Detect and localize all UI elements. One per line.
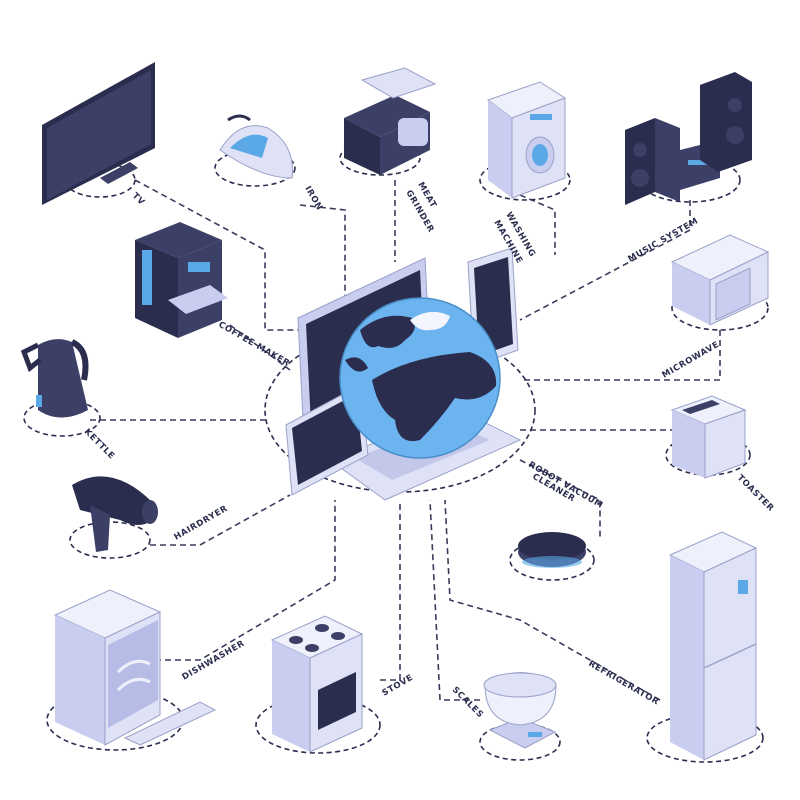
tv-device: TV xyxy=(42,62,155,208)
toaster-label: TOASTER xyxy=(735,473,776,514)
microwave-device: MICROWAVE xyxy=(661,234,770,381)
stove-label: STOVE xyxy=(381,673,416,699)
globe-icon xyxy=(339,297,501,459)
iron-device: IRON xyxy=(214,114,324,213)
kettle-device: KETTLE xyxy=(20,339,117,462)
kettle-label: KETTLE xyxy=(82,427,117,462)
refrigerator-device: REFRIGERATOR xyxy=(587,531,764,763)
washing-machine-device: WASHING MACHINE xyxy=(479,81,571,266)
dishwasher-device: DISHWASHER xyxy=(46,589,247,751)
coffee-maker-device: COFFEE MAKER xyxy=(135,222,291,369)
hairdryer-device: HAIRDRYER xyxy=(69,476,230,559)
tv-label: TV xyxy=(130,191,147,208)
coffee-maker-label: COFFEE MAKER xyxy=(217,320,292,369)
stove-device: STOVE xyxy=(255,615,416,754)
toaster-device: TOASTER xyxy=(665,395,776,514)
scales-device: SCALES xyxy=(450,672,561,761)
meat-grinder-device: MEAT GRINDER xyxy=(339,67,438,235)
robot-vacuum-device: ROBOT VACUUM CLEANER xyxy=(509,460,605,581)
hairdryer-label: HAIRDRYER xyxy=(173,504,230,543)
iron-label: IRON xyxy=(302,185,324,213)
central-hub xyxy=(264,247,536,501)
scales-label: SCALES xyxy=(450,685,485,720)
robot-vacuum-label-1: ROBOT VACUUM xyxy=(527,460,605,511)
music-system-device: MUSIC SYSTEM xyxy=(625,72,752,265)
refrigerator-label: REFRIGERATOR xyxy=(587,659,661,708)
microwave-label: MICROWAVE xyxy=(661,340,722,381)
